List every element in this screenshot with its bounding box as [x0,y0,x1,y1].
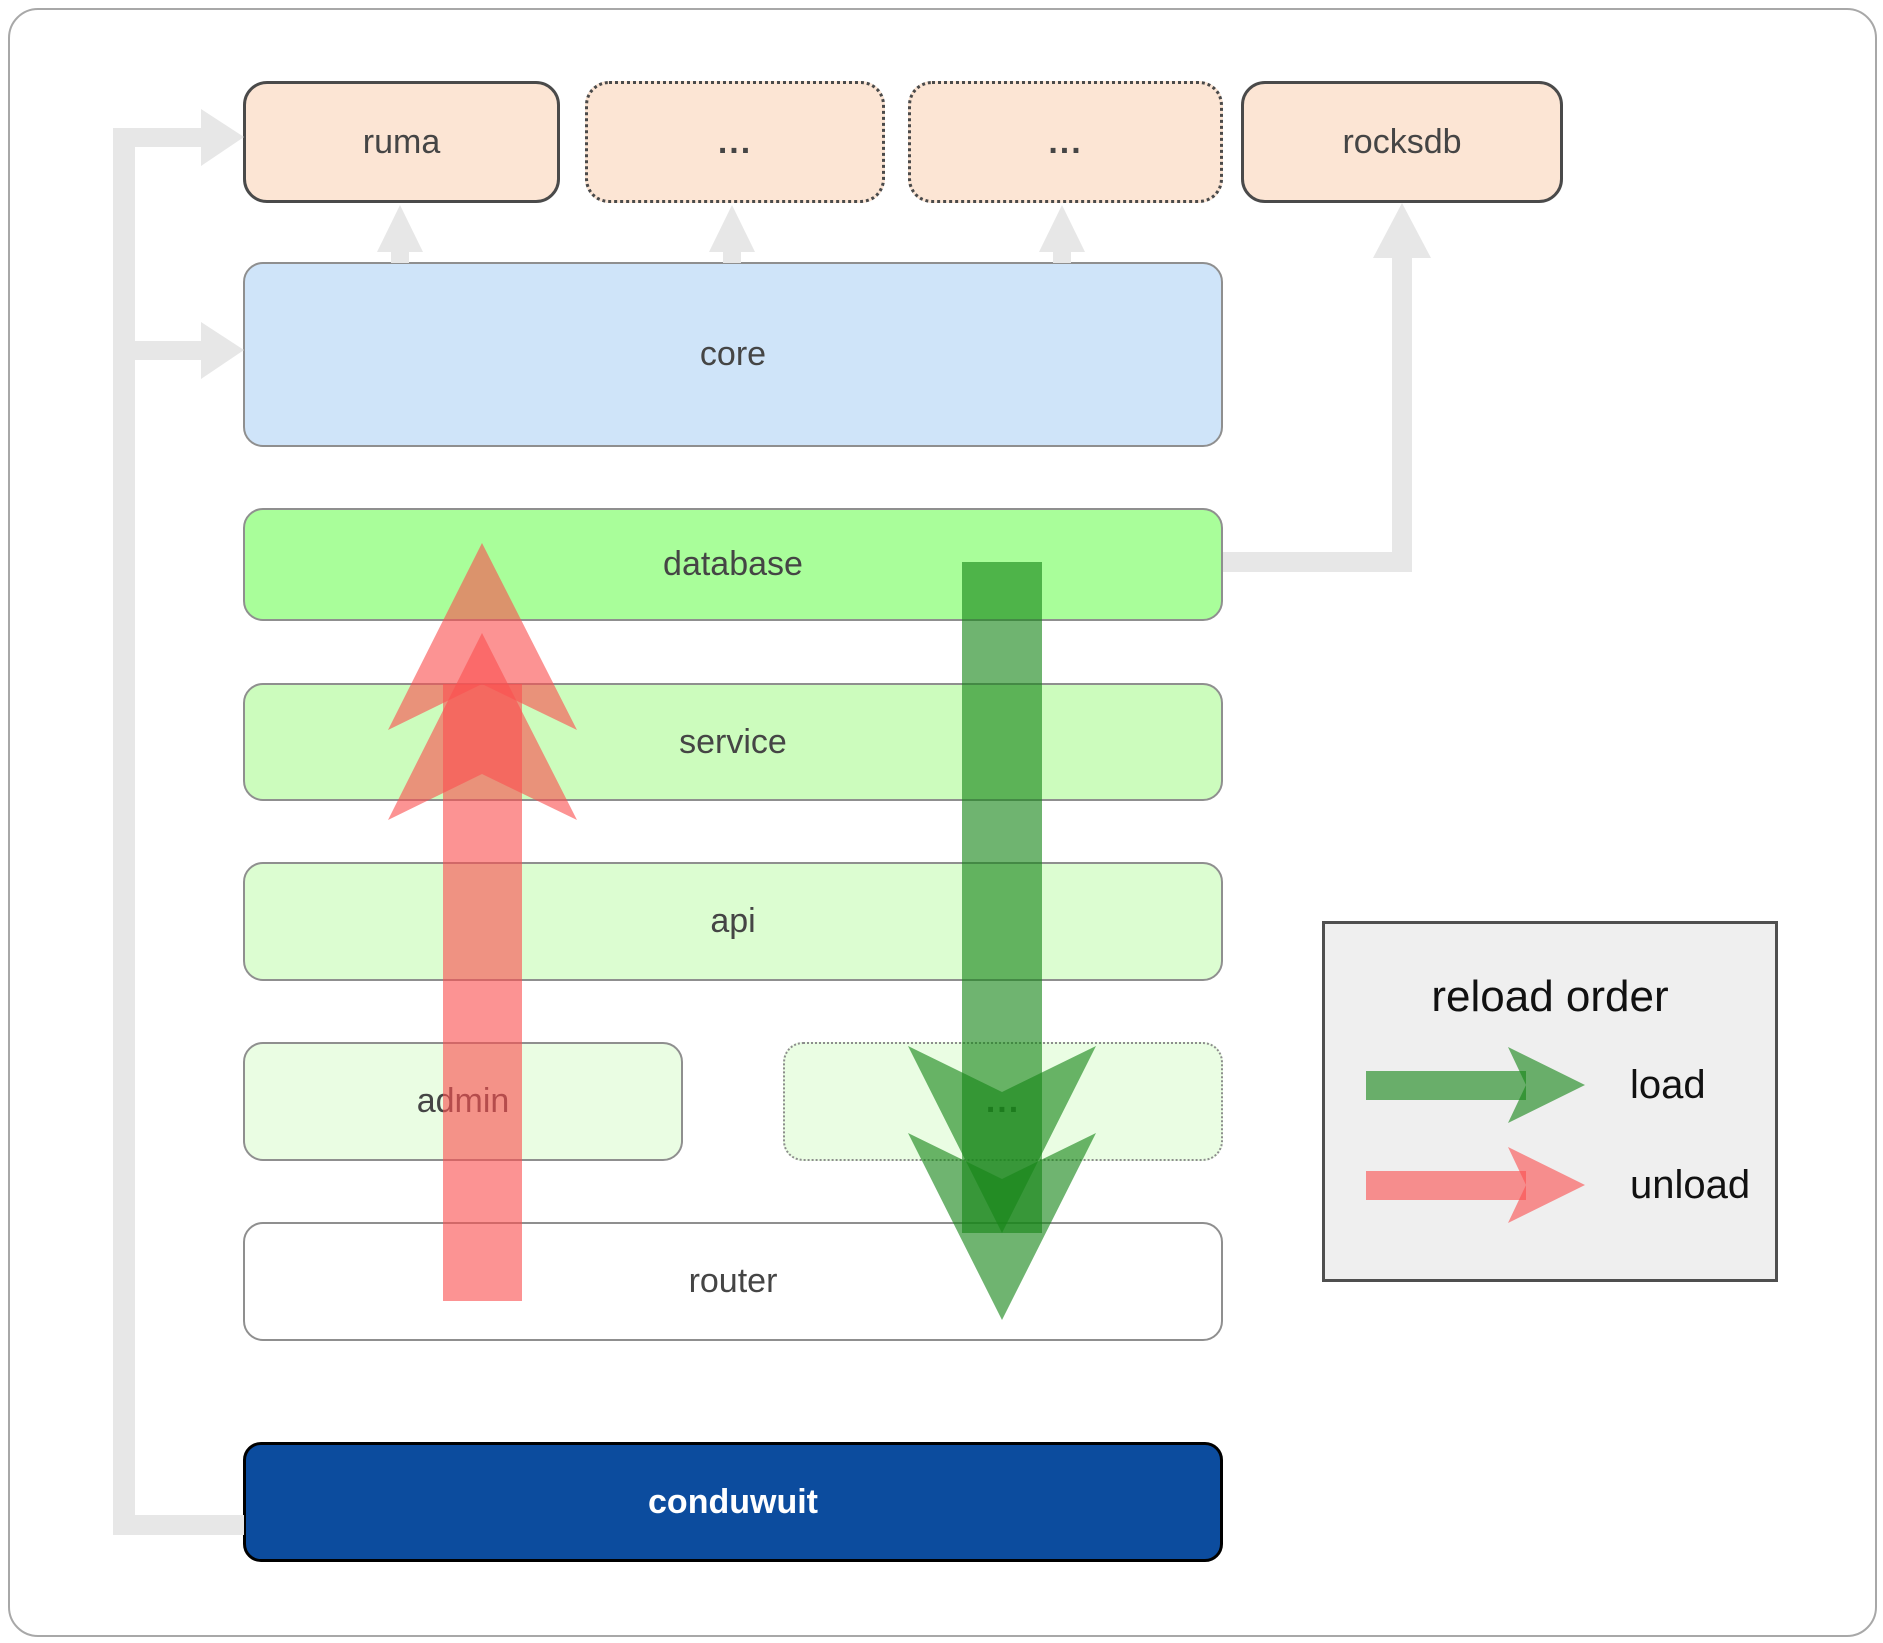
legend: reload order load unload [1322,921,1778,1282]
box-rocksdb-label: rocksdb [1342,122,1462,161]
legend-unload-label: unload [1630,1163,1751,1207]
box-ellipsis-1: ... [585,81,885,203]
box-conduwuit-label: conduwuit [648,1482,818,1521]
box-core: core [243,262,1223,447]
legend-load-label: load [1630,1063,1706,1107]
box-router-label: router [688,1262,778,1300]
box-ruma-label: ruma [362,122,441,161]
outer-frame [8,8,1877,1637]
box-ellipsis-1-label: ... [717,122,753,161]
box-rocksdb: rocksdb [1241,81,1563,203]
box-ellipsis-2-label: ... [1048,122,1083,161]
box-service-label: service [679,722,787,761]
box-ruma: ruma [243,81,560,203]
box-admin: admin [243,1042,683,1161]
box-admin-label: admin [416,1082,510,1120]
box-api: api [243,862,1223,981]
box-ellipsis-3: ... [783,1042,1223,1161]
box-core-label: core [699,335,767,373]
legend-unload-arrow-icon [1366,1147,1585,1223]
legend-load-arrow-icon [1366,1047,1585,1123]
legend-title: reload order [1431,972,1669,1021]
legend-unload-arrow-shaft [1366,1171,1526,1200]
box-service: service [243,683,1223,801]
box-conduwuit: conduwuit [243,1442,1223,1562]
legend-unload-arrow-head [1508,1147,1585,1223]
box-ellipsis-3-label: ... [985,1082,1021,1120]
box-database-label: database [663,545,803,583]
legend-load-arrow-head [1508,1047,1585,1123]
box-ellipsis-2: ... [908,81,1223,203]
box-database: database [243,508,1223,621]
box-api-label: api [710,902,756,940]
box-router: router [243,1222,1223,1341]
legend-load-arrow-shaft [1366,1071,1526,1100]
